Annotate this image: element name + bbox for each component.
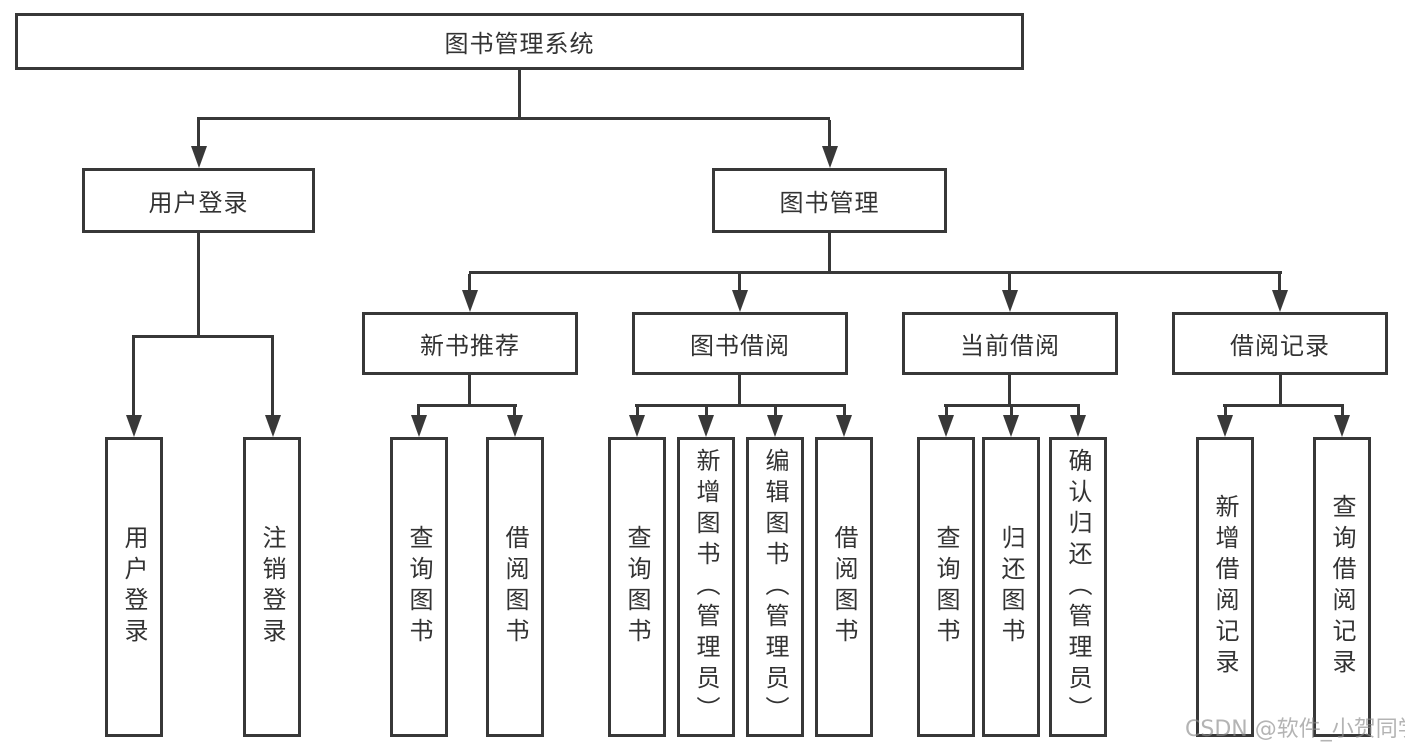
leaf-edit-book-admin-label: 编辑图书（管理员）: [761, 447, 789, 727]
connector-drop-add-book: [705, 404, 708, 417]
arrowhead-add-record: [1217, 415, 1233, 437]
leaf-query-books-1: 查询图书: [390, 437, 448, 737]
connector-drop-user-login: [197, 120, 200, 147]
node-user-login: 用户登录: [82, 168, 315, 233]
leaf-borrow-books-2-label: 借阅图书: [830, 525, 858, 649]
connector-current-borrow-stem: [1008, 375, 1011, 406]
node-current-borrow-label: 当前借阅: [960, 332, 1060, 360]
arrowhead-confirm-return: [1070, 415, 1086, 437]
arrowhead-borrow-records: [1272, 290, 1288, 312]
leaf-logout: 注销登录: [243, 437, 301, 737]
leaf-logout-label: 注销登录: [258, 525, 286, 649]
arrowhead-add-book: [698, 415, 714, 437]
leaf-query-borrow-record-label: 查询借阅记录: [1328, 494, 1356, 680]
connector-drop-edit-book: [774, 404, 777, 417]
connector-drop-leaf-logout: [271, 338, 274, 417]
leaf-borrow-books-2: 借阅图书: [815, 437, 873, 737]
leaf-add-borrow-record-label: 新增借阅记录: [1211, 494, 1239, 680]
connector-drop-query-books-1: [417, 404, 420, 417]
connector-drop-confirm-return: [1077, 404, 1080, 417]
node-current-borrow: 当前借阅: [902, 312, 1118, 375]
connector-drop-query-record: [1341, 404, 1344, 417]
arrowhead-query-books-1: [411, 415, 427, 437]
leaf-confirm-return-admin-label: 确认归还（管理员）: [1064, 447, 1092, 727]
leaf-query-books-2-label: 查询图书: [623, 525, 651, 649]
connector-drop-add-record: [1224, 404, 1227, 417]
connector-drop-current-borrow: [1008, 274, 1011, 292]
connector-book-borrow-split: [635, 404, 846, 407]
arrowhead-query-record: [1334, 415, 1350, 437]
arrowhead-book-management: [822, 146, 838, 168]
node-root-label: 图书管理系统: [444, 30, 595, 58]
arrowhead-user-login: [191, 146, 207, 168]
connector-drop-book-management: [828, 120, 831, 147]
connector-drop-query-books-2: [636, 404, 639, 417]
leaf-user-login-label: 用户登录: [120, 525, 148, 649]
leaf-query-borrow-record: 查询借阅记录: [1313, 437, 1371, 737]
connector-drop-borrow-books-2: [843, 404, 846, 417]
connector-drop-return-book: [1010, 404, 1013, 417]
connector-drop-query-books-3: [945, 404, 948, 417]
connector-borrow-records-stem: [1279, 375, 1282, 406]
leaf-add-borrow-record: 新增借阅记录: [1196, 437, 1254, 737]
node-book-management: 图书管理: [712, 168, 947, 233]
arrowhead-new-book: [462, 290, 478, 312]
node-book-management-label: 图书管理: [779, 189, 880, 217]
leaf-edit-book-admin: 编辑图书（管理员）: [746, 437, 804, 737]
connector-book-borrow-stem: [738, 375, 741, 406]
connector-drop-borrow-books-1: [513, 404, 516, 417]
arrowhead-query-books-2: [629, 415, 645, 437]
connector-level3-split: [469, 271, 1282, 274]
connector-borrow-records-split: [1223, 404, 1344, 407]
leaf-return-book-label: 归还图书: [997, 525, 1025, 649]
node-book-borrow: 图书借阅: [632, 312, 848, 375]
connector-new-book-split: [417, 404, 517, 407]
leaf-query-books-1-label: 查询图书: [405, 525, 433, 649]
arrowhead-leaf-user-login: [126, 415, 142, 437]
arrowhead-leaf-logout: [265, 415, 281, 437]
node-borrow-records: 借阅记录: [1172, 312, 1388, 375]
connector-new-book-stem: [468, 375, 471, 406]
leaf-query-books-3: 查询图书: [917, 437, 975, 737]
connector-drop-book-borrow: [738, 274, 741, 292]
arrowhead-return-book: [1003, 415, 1019, 437]
leaf-query-books-3-label: 查询图书: [932, 525, 960, 649]
arrowhead-query-books-3: [938, 415, 954, 437]
arrowhead-borrow-books-2: [836, 415, 852, 437]
leaf-add-book-admin-label: 新增图书（管理员）: [692, 447, 720, 727]
leaf-borrow-books-1-label: 借阅图书: [501, 525, 529, 649]
leaf-user-login: 用户登录: [105, 437, 163, 737]
node-book-borrow-label: 图书借阅: [690, 332, 790, 360]
connector-user-login-split: [132, 335, 274, 338]
leaf-query-books-2: 查询图书: [608, 437, 666, 737]
node-new-book-recommend: 新书推荐: [362, 312, 578, 375]
leaf-confirm-return-admin: 确认归还（管理员）: [1049, 437, 1107, 737]
node-borrow-records-label: 借阅记录: [1230, 332, 1330, 360]
connector-level1-split: [197, 117, 830, 120]
arrowhead-book-borrow: [732, 290, 748, 312]
node-root: 图书管理系统: [15, 13, 1024, 70]
arrowhead-borrow-books-1: [507, 415, 523, 437]
connector-drop-new-book: [468, 274, 471, 292]
connector-drop-leaf-user-login: [132, 338, 135, 417]
connector-drop-borrow-records: [1278, 274, 1281, 292]
connector-book-management-stem: [828, 233, 831, 274]
leaf-borrow-books-1: 借阅图书: [486, 437, 544, 737]
connector-user-login-stem: [197, 233, 200, 337]
arrowhead-edit-book: [767, 415, 783, 437]
connector-root-stem: [518, 70, 521, 118]
watermark-text: CSDN @软件_小贺同学: [1185, 717, 1405, 742]
node-user-login-label: 用户登录: [148, 189, 249, 217]
leaf-add-book-admin: 新增图书（管理员）: [677, 437, 735, 737]
node-new-book-recommend-label: 新书推荐: [420, 332, 520, 360]
arrowhead-current-borrow: [1002, 290, 1018, 312]
leaf-return-book: 归还图书: [982, 437, 1040, 737]
